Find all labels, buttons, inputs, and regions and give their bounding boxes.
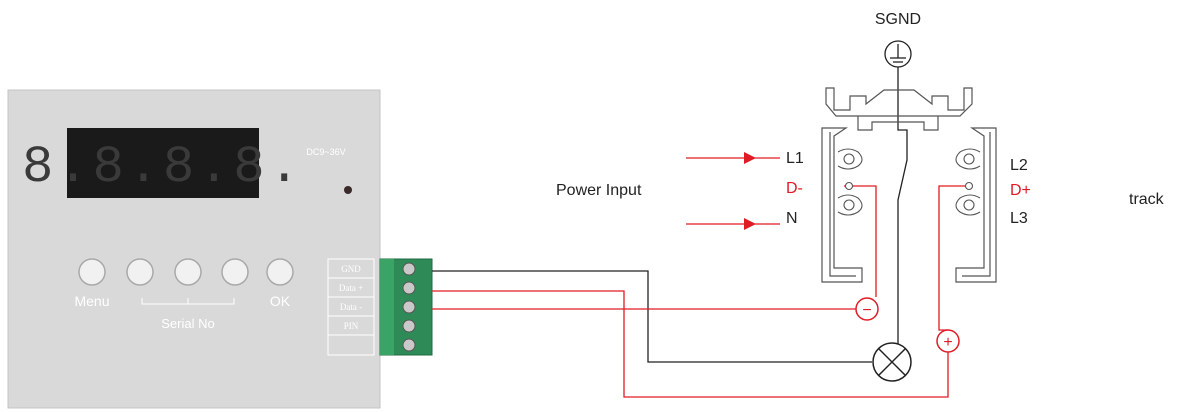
track-contacts-right (955, 148, 981, 216)
terminal-screw-1 (402, 262, 416, 276)
wire-gnd (432, 270, 872, 363)
sgnd-label: SGND (875, 11, 921, 28)
wire-sgnd (897, 67, 908, 344)
lamp-symbol (872, 342, 912, 382)
serial-button-1[interactable] (126, 258, 154, 286)
label-l1: L1 (786, 150, 804, 167)
label-l2: L2 (1010, 157, 1028, 174)
ok-button-label: OK (270, 293, 291, 309)
display-digits: 8.8.8.8. (22, 138, 304, 197)
wire-d-plus-track (938, 185, 972, 331)
label-power-input: Power Input (556, 182, 642, 199)
serial-button-3[interactable] (221, 258, 249, 286)
terminal-screw-3 (402, 300, 416, 314)
power-input-arrows (686, 152, 780, 230)
menu-button[interactable] (78, 258, 106, 286)
terminal-label-data-minus: Data - (340, 302, 362, 312)
track-contacts-left (837, 148, 863, 216)
label-track: track (1129, 191, 1165, 208)
terminal-label-box: GND Data + Data - PIN (327, 258, 375, 356)
terminal-label-data-plus: Data + (339, 283, 363, 293)
label-d-minus: D- (786, 180, 803, 197)
svg-text:−: − (862, 302, 871, 319)
wire-d-minus-track (844, 185, 877, 297)
terminal-screw-5 (402, 338, 416, 352)
controller-display (67, 128, 259, 198)
button-row (78, 258, 294, 286)
controller-unit: 8.8.8.8. DC9~36V Menu OK Serial No GND D… (7, 89, 433, 409)
terminal-label-pin: PIN (344, 321, 359, 331)
minus-marker: − (855, 297, 879, 321)
wires (432, 67, 972, 398)
label-d-plus: D+ (1010, 182, 1031, 199)
terminal-screw-2 (402, 281, 416, 295)
menu-button-label: Menu (74, 293, 109, 309)
label-n: N (786, 210, 798, 227)
ok-button[interactable] (266, 258, 294, 286)
terminal-screw-4 (402, 319, 416, 333)
serial-button-2[interactable] (174, 258, 202, 286)
track-profile (821, 87, 997, 283)
status-led (344, 186, 352, 194)
svg-text:+: + (943, 334, 952, 351)
terminal-block (379, 258, 433, 356)
label-l3: L3 (1010, 210, 1028, 227)
serial-label: Serial No (161, 316, 214, 331)
voltage-label: DC9~36V (306, 147, 345, 157)
ground-icon (884, 40, 912, 68)
serial-bracket (141, 298, 235, 305)
terminal-label-gnd: GND (341, 264, 361, 274)
wire-data-plus (432, 290, 949, 398)
plus-marker: + (936, 329, 960, 353)
